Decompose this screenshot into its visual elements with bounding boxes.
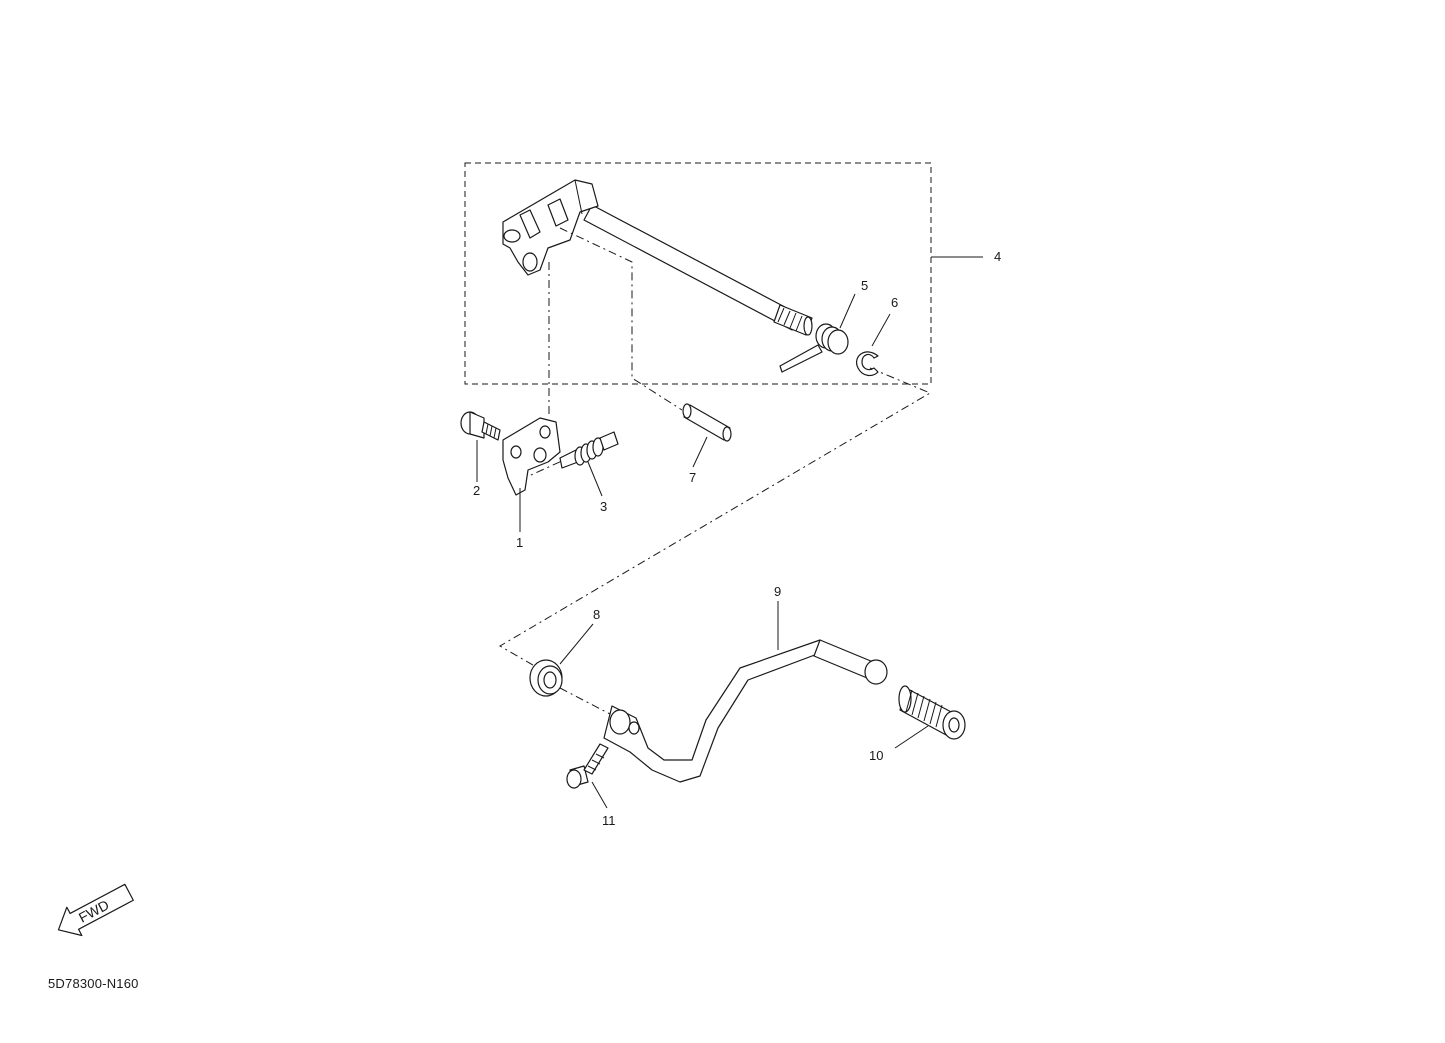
document-code: 5D78300-N160	[48, 976, 139, 991]
oil-seal	[529, 659, 563, 697]
pedal-bolt	[566, 743, 609, 789]
part-label-8: 8	[593, 607, 600, 622]
center-line-shaft-to-pin	[559, 227, 683, 411]
part-label-9: 9	[774, 584, 781, 599]
circlip	[856, 351, 879, 377]
stopper-bolt	[460, 411, 501, 441]
shift-pedal	[603, 639, 888, 783]
shift-shaft	[502, 179, 813, 336]
assembly-group-box	[464, 162, 932, 385]
center-line-plate-to-spring	[519, 454, 576, 481]
part-label-5: 5	[861, 278, 868, 293]
part-label-3: 3	[600, 499, 607, 514]
center-line-to-pedal	[499, 367, 932, 673]
fwd-arrow-icon: FWD	[57, 883, 134, 937]
torsion-spring	[779, 323, 849, 373]
leader-line-10	[894, 725, 929, 749]
part-label-2: 2	[473, 483, 480, 498]
leader-line-5	[839, 293, 856, 329]
part-label-10: 10	[869, 748, 883, 763]
compression-spring	[559, 431, 619, 469]
part-label-11: 11	[602, 813, 616, 828]
pedal-rubber	[898, 685, 966, 740]
dowel-pin	[682, 403, 732, 442]
part-label-1: 1	[516, 535, 523, 550]
center-line-washer-to-pedal	[559, 687, 611, 715]
leader-line-7	[692, 436, 708, 468]
part-label-6: 6	[891, 295, 898, 310]
leader-line-6	[871, 313, 891, 347]
part-label-4: 4	[994, 249, 1001, 264]
part-label-7: 7	[689, 470, 696, 485]
stopper-lever	[502, 417, 561, 496]
leader-line-3	[587, 461, 603, 497]
leader-line-11	[591, 781, 608, 809]
leader-line-8	[559, 623, 594, 665]
